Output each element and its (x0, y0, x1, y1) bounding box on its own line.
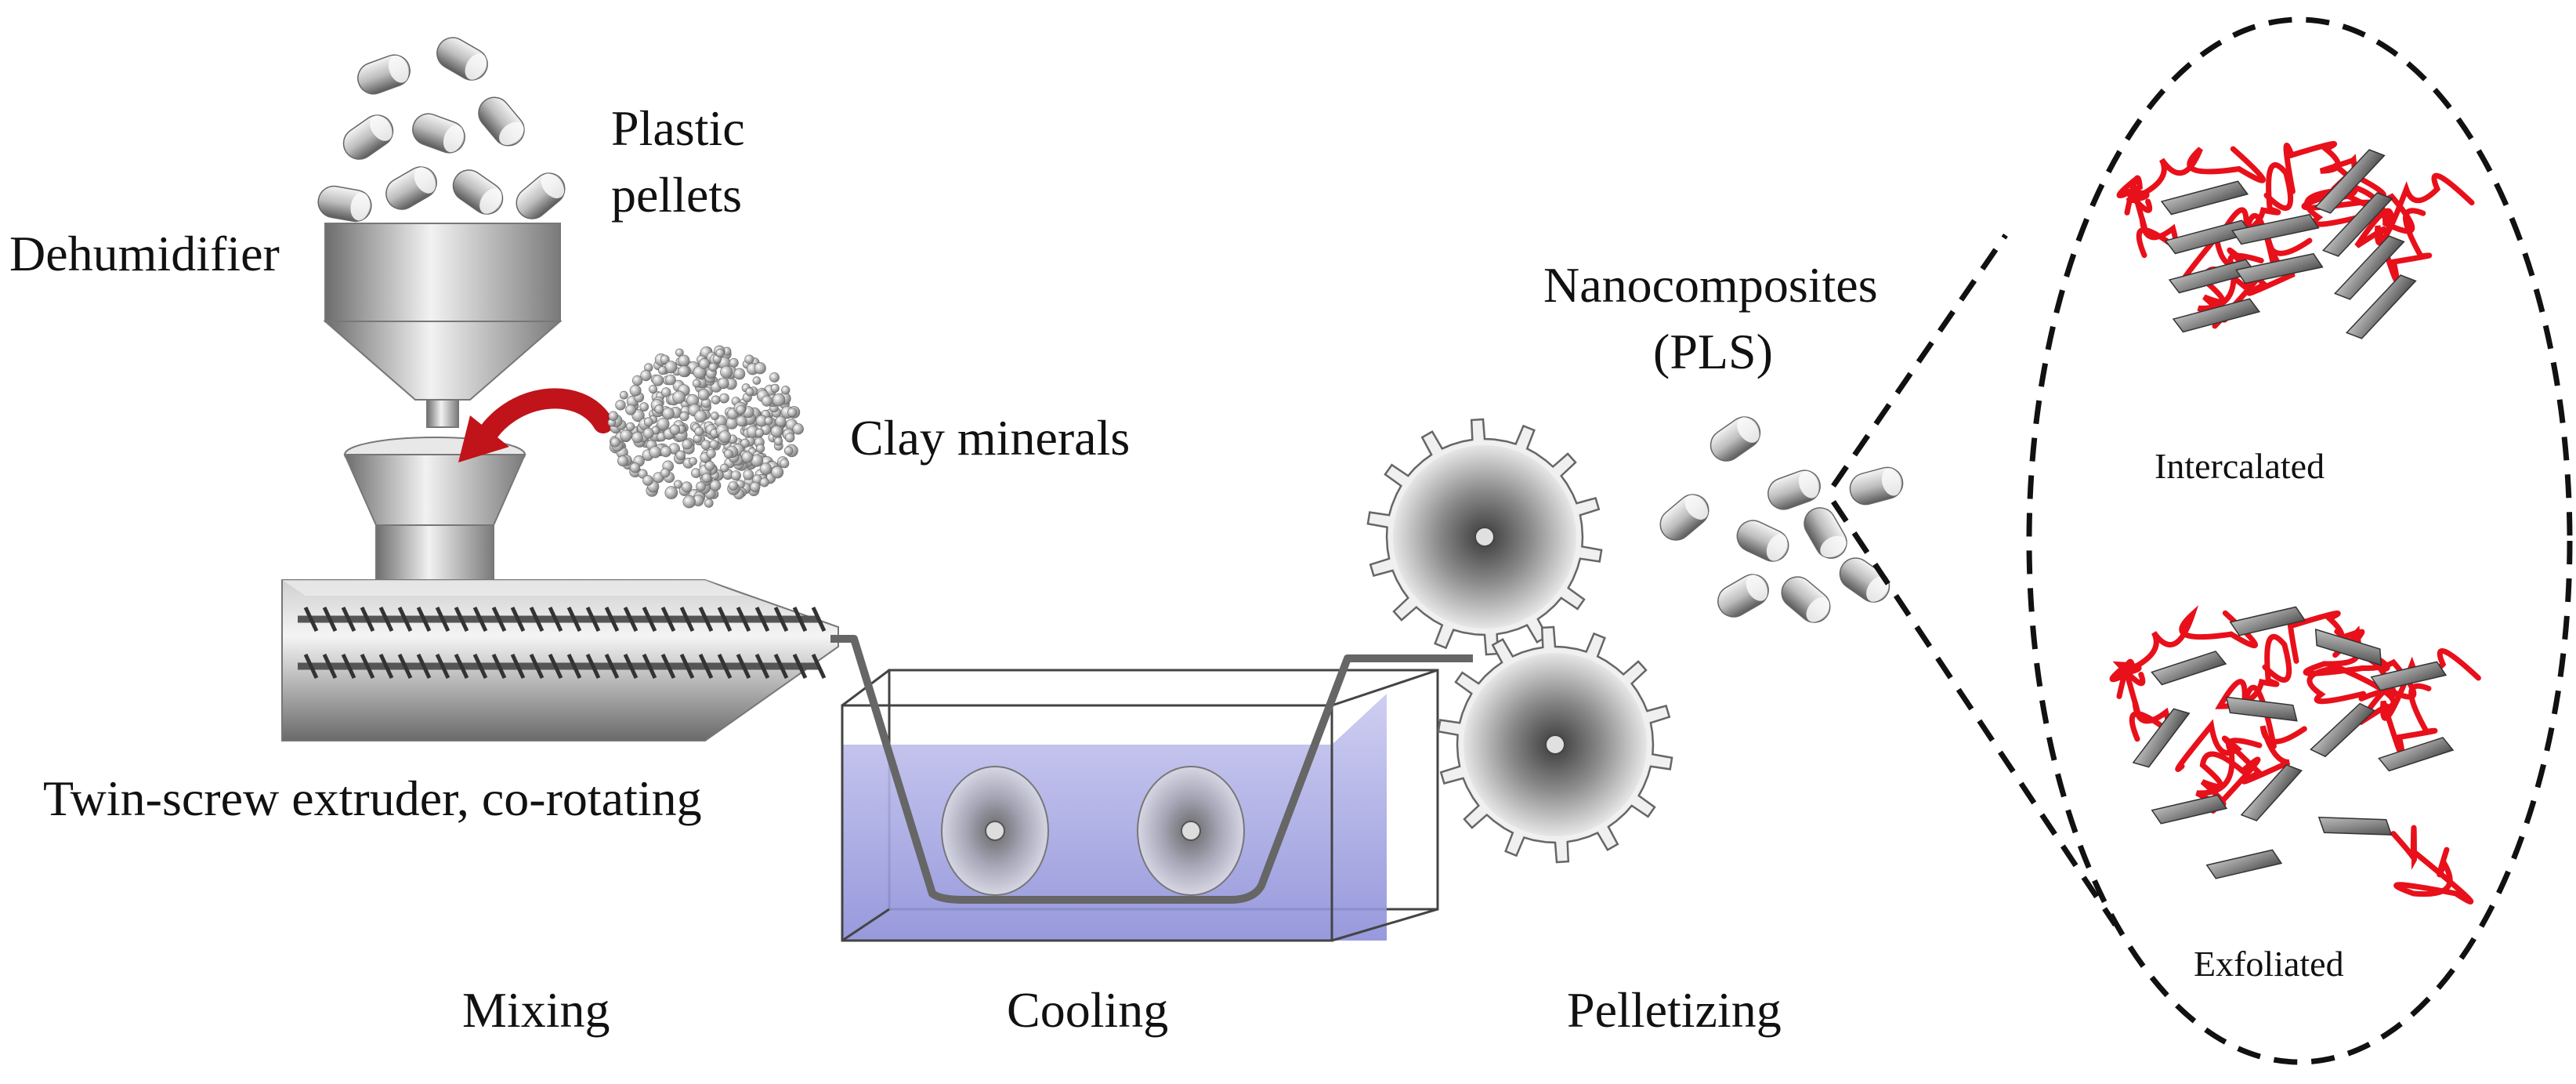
clay-cluster-icon (607, 345, 804, 509)
pellet-icon (342, 114, 394, 160)
feed-funnel (343, 437, 526, 581)
pellet-icon (1849, 466, 1904, 506)
pellet-icon (436, 37, 488, 81)
pellet-icon (1839, 557, 1890, 603)
plastic-pellets-label-line1: Plastic (611, 100, 745, 156)
nanocomposites-label-line2: (PLS) (1653, 324, 1773, 379)
exfoliated-structure (2109, 605, 2481, 905)
stage-cooling-label: Cooling (1007, 982, 1168, 1038)
pellet-icon (412, 113, 465, 154)
pellet-icon (317, 185, 372, 223)
stage-pelletizing-label: Pelletizing (1567, 982, 1782, 1038)
nanocomposite-pellets-group (1659, 416, 1904, 623)
twin-screw-extruder (281, 579, 839, 741)
cooling-roller-right (1137, 766, 1245, 896)
pellet-icon (1804, 507, 1847, 559)
screw-threads (303, 606, 827, 680)
gear-icon (1366, 418, 1603, 656)
pellet-icon (357, 54, 411, 95)
clay-minerals-label: Clay minerals (850, 410, 1130, 466)
cooling-roller-left (941, 766, 1049, 896)
pellet-icon (478, 96, 525, 147)
exfoliated-label: Exfoliated (2194, 944, 2344, 984)
cooling-bath (841, 669, 1439, 942)
pellet-icon (1736, 520, 1789, 562)
pellet-icon (452, 169, 504, 215)
dehumidifier-hopper (323, 223, 563, 428)
intercalated-structure (2116, 140, 2475, 339)
nanocomposites-label-line1: Nanocomposites (1543, 257, 1878, 313)
curved-arrow-icon (458, 388, 613, 462)
pellet-icon (385, 166, 437, 210)
plastic-pellets-group (317, 37, 566, 223)
intercalated-label: Intercalated (2155, 446, 2325, 486)
stage-mixing-label: Mixing (462, 982, 610, 1038)
extruder-label: Twin-screw extruder, co-rotating (43, 770, 702, 826)
morphology-zoom (1831, 16, 2573, 1065)
pellet-icon (516, 172, 566, 219)
pellet-icon (1659, 494, 1709, 541)
dehumidifier-label: Dehumidifier (9, 226, 280, 281)
plastic-pellets-label-line2: pellets (611, 167, 742, 223)
pellet-icon (1781, 576, 1831, 623)
polymer-strand (830, 635, 1473, 904)
pellet-icon (1767, 469, 1821, 510)
gear-icon (1437, 625, 1673, 864)
pellet-icon (1709, 416, 1761, 462)
pellet-icon (1717, 574, 1769, 618)
